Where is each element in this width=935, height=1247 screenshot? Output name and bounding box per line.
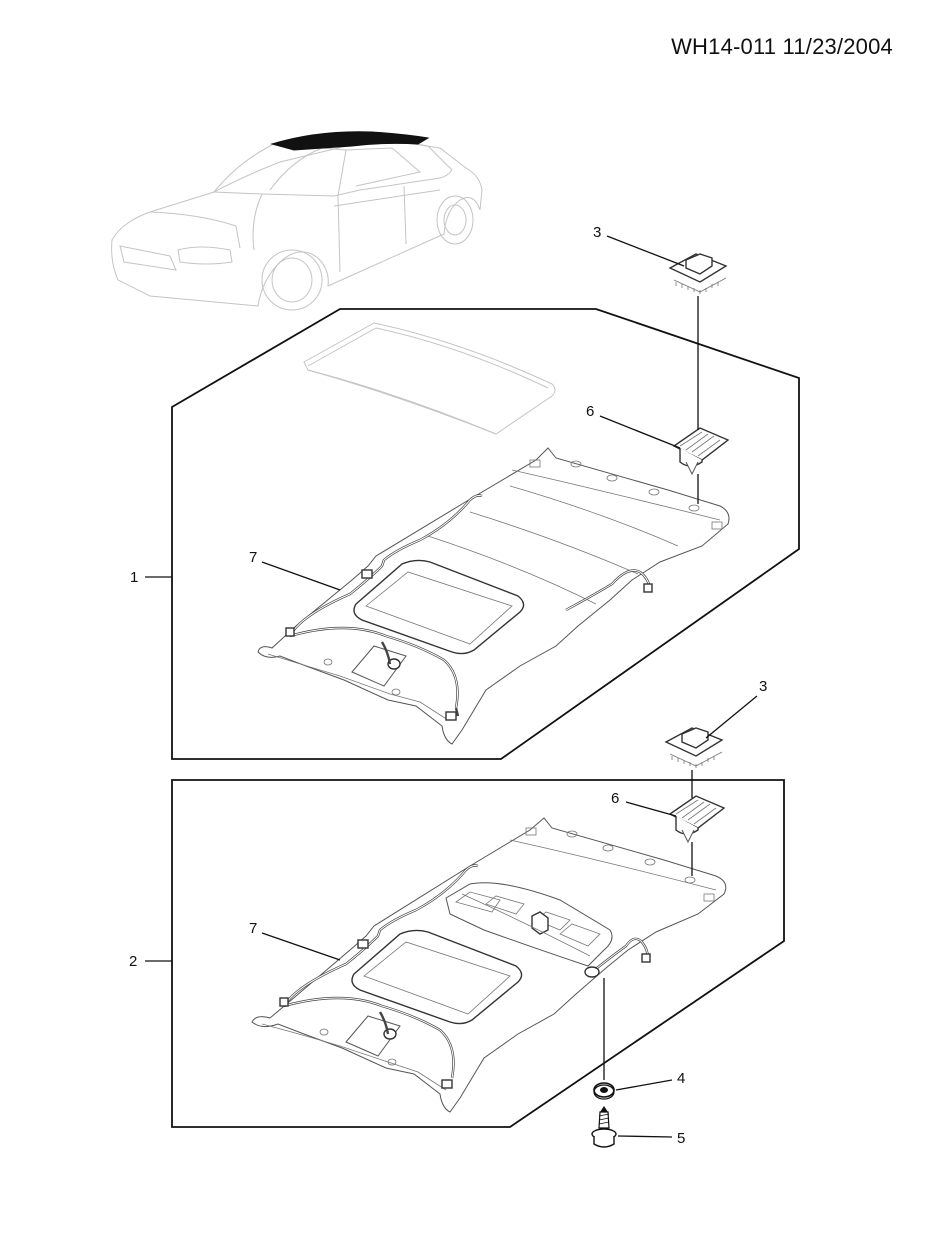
part-6-bottom-clip — [668, 795, 726, 844]
assembly-1-frame — [171, 308, 800, 760]
sunroof-panel — [303, 322, 556, 435]
headliner-1 — [257, 447, 730, 745]
vehicle-locator-icon — [111, 131, 483, 311]
callout-3-bottom: 3 — [759, 678, 767, 695]
assembly-2-frame — [171, 779, 785, 1128]
part-6-top-clip — [672, 427, 730, 476]
part-3-top-clip — [668, 253, 728, 294]
part-4-washer — [593, 1082, 615, 1100]
callout-6-bottom: 6 — [611, 790, 619, 807]
headliner-2 — [251, 817, 727, 1113]
callout-7-bottom: 7 — [249, 920, 257, 937]
callout-7-top: 7 — [249, 549, 257, 566]
callout-3-top: 3 — [593, 224, 601, 241]
callout-6-top: 6 — [586, 403, 594, 420]
part-5-screw — [591, 1106, 617, 1148]
part-3-bottom-clip — [664, 727, 724, 768]
callout-2: 2 — [129, 953, 137, 970]
callout-5: 5 — [677, 1130, 685, 1147]
callout-4: 4 — [677, 1070, 685, 1087]
roof-highlight-icon — [270, 131, 430, 151]
document-id: WH14-011 11/23/2004 — [671, 34, 893, 59]
callout-1: 1 — [130, 569, 138, 586]
